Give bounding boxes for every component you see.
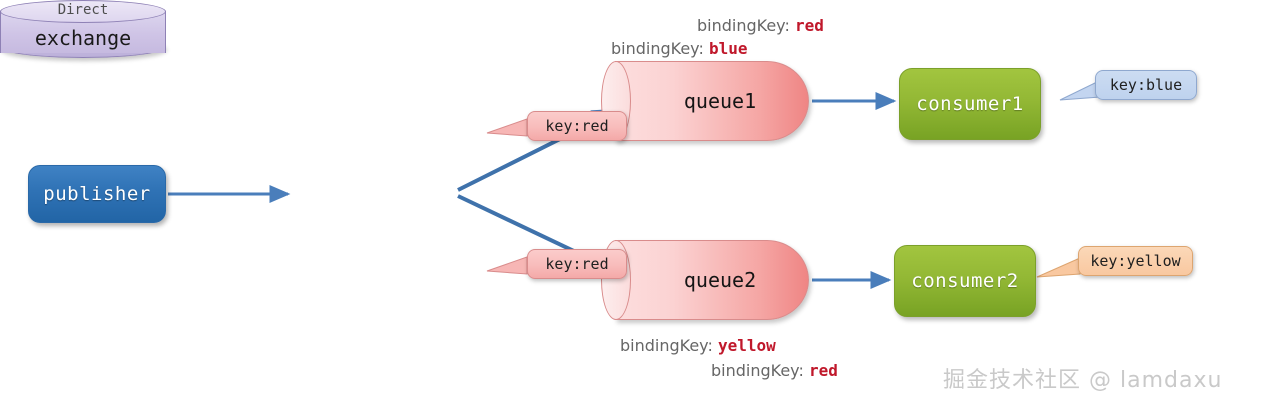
exchange-cylinder-top — [0, 0, 166, 23]
callout-consumer1-key: key:blue — [1095, 70, 1197, 100]
callout-consumer1-key-text: key:blue — [1109, 76, 1183, 94]
exchange-node[interactable]: Direct exchange — [0, 0, 166, 62]
callout-routing-key-to-queue1-text: key:red — [545, 117, 609, 135]
callout-tail-key-yellow — [1036, 257, 1081, 278]
binding-key-queue1-blue-value: blue — [708, 39, 748, 58]
callout-consumer2-key-text: key:yellow — [1090, 252, 1181, 270]
consumer2-label: consumer2 — [911, 270, 1019, 292]
callout-routing-key-to-queue2-text: key:red — [545, 255, 609, 273]
binding-key-queue1-blue-prefix: bindingKey: — [611, 39, 709, 58]
binding-key-queue2-red-value: red — [808, 361, 838, 380]
callout-tail-key-red-1 — [486, 118, 528, 137]
binding-key-queue1-red-value: red — [794, 16, 824, 35]
queue2-label: queue2 — [683, 268, 757, 292]
consumer2-node[interactable]: consumer2 — [894, 245, 1036, 317]
watermark: 掘金技术社区 @ lamdaxu — [943, 368, 1223, 393]
queue2-node[interactable]: queue2 — [601, 240, 811, 320]
binding-key-queue2-red-prefix: bindingKey: — [711, 361, 809, 380]
publisher-label: publisher — [43, 183, 151, 205]
callout-tail-key-blue — [1059, 81, 1101, 101]
binding-key-queue2-yellow-prefix: bindingKey: — [620, 336, 718, 355]
callout-routing-key-to-queue2: key:red — [527, 249, 627, 279]
queue2-cylinder-body — [615, 240, 809, 320]
binding-key-queue2-red: bindingKey: red — [711, 361, 838, 380]
exchange-kind-label: Direct — [57, 2, 109, 18]
exchange-name-label: exchange — [34, 26, 132, 50]
consumer1-node[interactable]: consumer1 — [899, 68, 1041, 140]
callout-consumer2-key: key:yellow — [1078, 246, 1193, 276]
queue1-node[interactable]: queue1 — [601, 61, 811, 141]
binding-key-queue1-red: bindingKey: red — [697, 16, 824, 35]
consumer1-label: consumer1 — [916, 93, 1024, 115]
binding-key-queue1-blue: bindingKey: blue — [611, 39, 748, 58]
binding-key-queue2-yellow-value: yellow — [717, 336, 776, 355]
queue1-cylinder-body — [615, 61, 809, 141]
callout-tail-key-red-2 — [486, 256, 528, 275]
queue1-label: queue1 — [683, 89, 757, 113]
binding-key-queue1-red-prefix: bindingKey: — [697, 16, 795, 35]
publisher-node[interactable]: publisher — [28, 165, 166, 223]
callout-routing-key-to-queue1: key:red — [527, 111, 627, 141]
binding-key-queue2-yellow: bindingKey: yellow — [620, 336, 776, 355]
